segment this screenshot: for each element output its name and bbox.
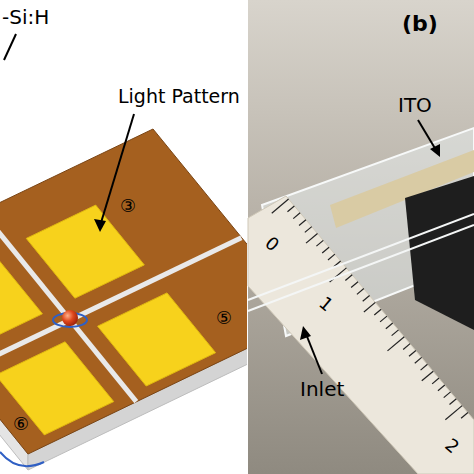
ruler-tick	[392, 330, 399, 336]
leader-line	[4, 34, 16, 60]
asi-plate	[0, 129, 247, 454]
ruler-tick	[328, 254, 335, 260]
ruler-tick	[386, 323, 393, 329]
ruler-tick	[306, 233, 317, 243]
ruler-tick	[387, 337, 404, 351]
ruler-tick	[421, 364, 428, 370]
part-label: Inlet	[300, 378, 344, 400]
callout-number: ⑥	[13, 414, 29, 434]
part-label: Light Pattern	[118, 86, 240, 107]
arrow-head	[430, 144, 440, 157]
ruler-ticks	[272, 199, 468, 420]
ruler-tick	[357, 289, 364, 295]
chip	[405, 176, 474, 330]
ruler-tick	[461, 412, 468, 418]
ruler-tick	[287, 206, 294, 212]
ruler-tick	[450, 399, 457, 405]
ruler-tick	[380, 316, 387, 322]
ruler-tick	[316, 240, 323, 246]
particle	[62, 310, 78, 326]
ruler-tick	[409, 351, 416, 357]
ruler-tick	[299, 220, 306, 226]
callout-number: ③	[120, 196, 136, 216]
ruler-tick	[415, 357, 422, 363]
ruler-tick	[422, 371, 433, 381]
ruler-tick	[444, 392, 451, 398]
ruler-tick	[351, 282, 358, 288]
ruler	[248, 196, 474, 474]
leader-line	[418, 120, 436, 150]
ruler-tick	[293, 213, 300, 219]
ruler-tick	[272, 199, 289, 213]
device-photo	[248, 0, 474, 474]
light-square	[0, 254, 42, 347]
ruler-tick	[322, 247, 329, 253]
tube	[248, 225, 474, 311]
ruler-tick	[374, 309, 381, 315]
arrow-head	[300, 326, 311, 340]
callout-number: ⑤	[216, 308, 232, 328]
ruler-tick	[438, 385, 445, 391]
tube	[248, 214, 474, 300]
ruler-tick	[432, 378, 439, 384]
ruler-tick	[363, 295, 370, 301]
ruler-tick	[345, 275, 352, 281]
electrode-pattern	[0, 205, 241, 435]
panel-label: (b)	[402, 12, 438, 36]
part-label: ITO	[398, 94, 432, 116]
ruler-tick	[364, 302, 375, 312]
electrode-gap	[0, 211, 136, 401]
leader-line	[306, 334, 322, 374]
device-illustration	[0, 34, 247, 470]
photo-ground	[248, 0, 474, 474]
ruler-tick	[403, 344, 410, 350]
layer-label: -Si:H	[2, 6, 49, 28]
ruler-tick	[305, 227, 312, 233]
arrow-head	[94, 219, 106, 232]
ruler-tick	[445, 406, 462, 420]
electrode-gap	[0, 238, 241, 372]
wire	[0, 452, 44, 466]
